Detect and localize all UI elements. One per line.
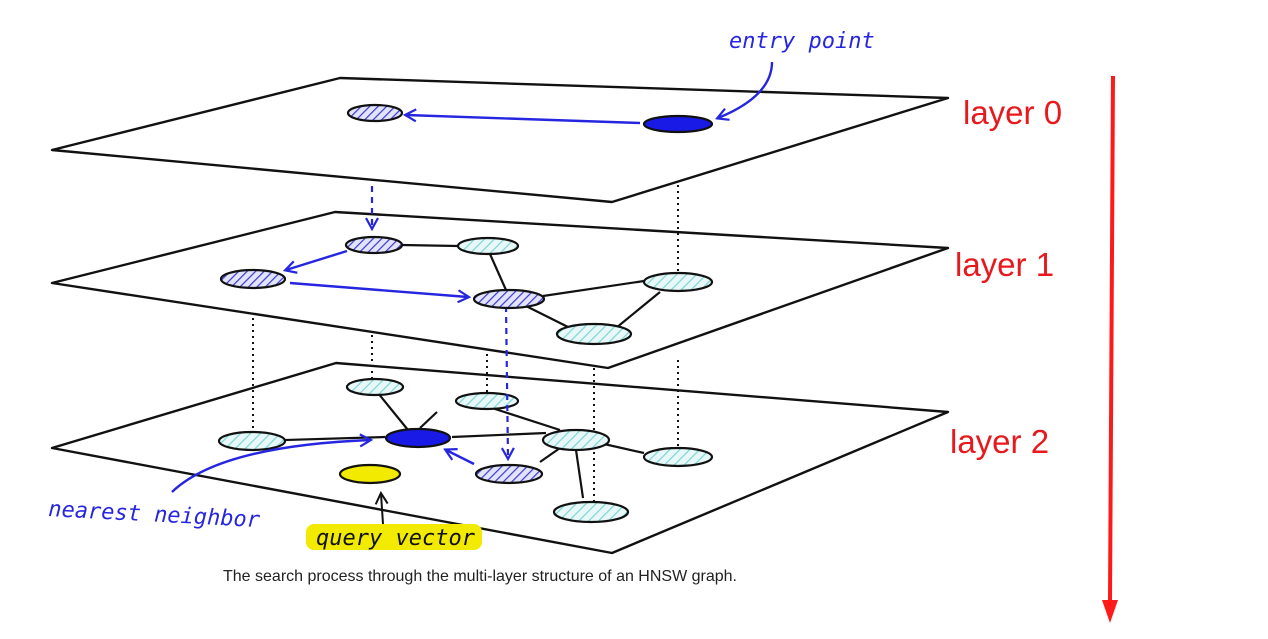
- nearest-neighbor-label: nearest neighbor: [48, 497, 262, 533]
- nearest-neighbor-pointer: [171, 440, 370, 493]
- graph-node: [552, 500, 630, 524]
- query-vector-label: query vector: [316, 526, 476, 551]
- visited-node: [219, 268, 287, 290]
- graph-node: [642, 446, 714, 468]
- search-step-arrow: [446, 450, 475, 466]
- query-vector-node: [338, 463, 402, 485]
- layer-0-nodes: [346, 103, 714, 134]
- visited-node: [346, 103, 404, 123]
- figure-caption: The search process through the multi-lay…: [223, 568, 737, 585]
- graph-node: [454, 391, 520, 411]
- layer-1-search-path: [286, 249, 468, 297]
- entry-point-pointer: [718, 61, 774, 118]
- search-step-arrow: [406, 115, 641, 125]
- layer-0-label: layer 0: [963, 94, 1062, 131]
- nearest-neighbor-node: [384, 427, 452, 449]
- query-vector-pointer: [381, 494, 383, 525]
- descent-arrow-layer-2: [506, 305, 508, 458]
- graph-node: [456, 236, 520, 256]
- layer-1-label: layer 1: [955, 246, 1054, 283]
- entry-point-label: entry point: [729, 29, 875, 54]
- graph-node: [217, 430, 287, 452]
- layer-2-plane: [50, 361, 950, 555]
- layer-2-nodes: [217, 377, 714, 524]
- search-direction-arrow: [1102, 75, 1118, 623]
- visited-node: [472, 288, 546, 310]
- graph-node: [642, 271, 714, 293]
- graph-node: [345, 377, 405, 397]
- layer-0-plane: [50, 76, 950, 204]
- layer-2-label: layer 2: [950, 423, 1049, 460]
- layer-1-nodes: [219, 235, 714, 346]
- graph-node: [541, 428, 611, 452]
- visited-node: [344, 235, 404, 255]
- graph-node: [555, 322, 633, 346]
- query-vector-highlight: [306, 524, 482, 550]
- layer-1-to-2-links: [252, 318, 679, 505]
- layer-1-edges: [401, 243, 661, 329]
- entry-point-node: [642, 114, 714, 134]
- visited-node: [474, 463, 544, 485]
